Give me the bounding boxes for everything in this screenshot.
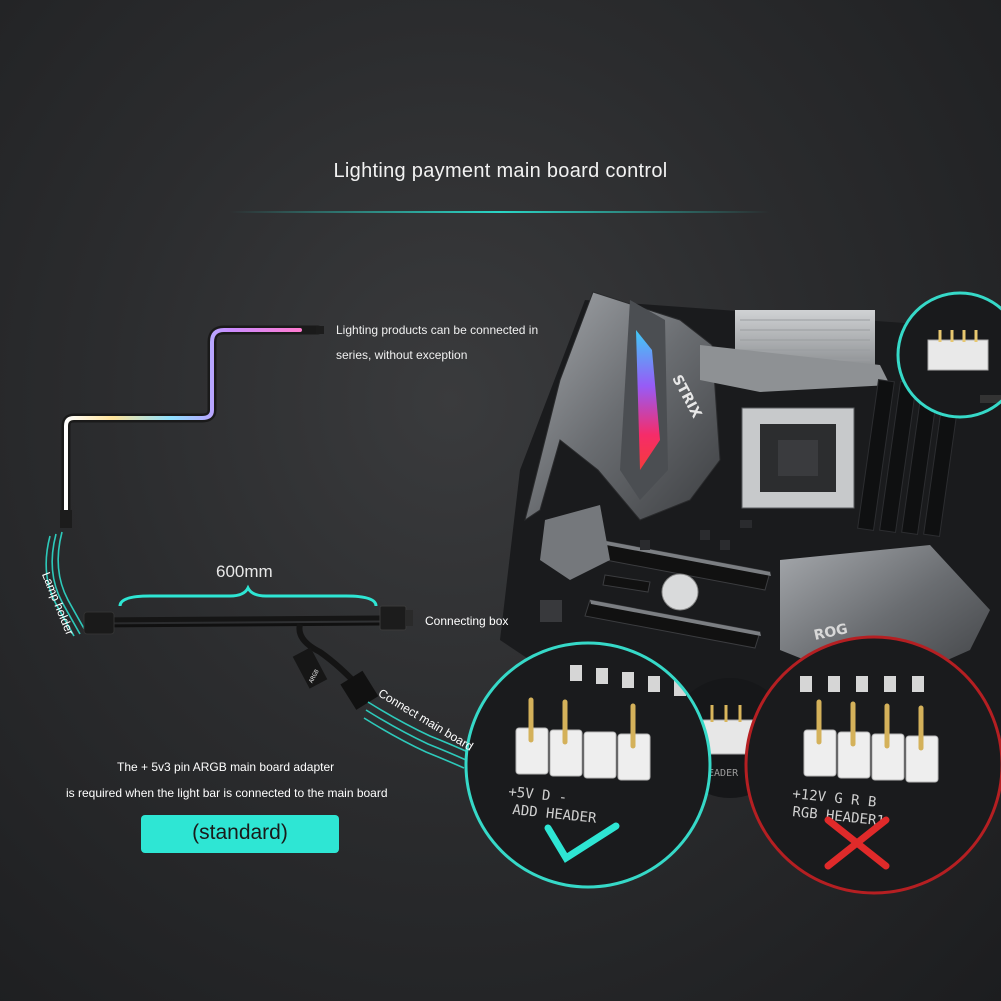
check-mark-icon [544, 822, 620, 863]
series-note: Lighting products can be connected in se… [336, 318, 576, 368]
adapter-note-line-1: The + 5v3 pin ARGB main board adapter [117, 760, 335, 774]
zoom-header-correct: +5V D - ADD HEADER [464, 641, 712, 889]
zoom-header-top [896, 291, 1001, 419]
zoom-header-wrong: +12V G R B RGB HEADER1 [744, 635, 1001, 895]
length-bracket [118, 584, 378, 607]
svg-text:+5V D -: +5V D - [508, 784, 568, 806]
standard-badge: (standard) [141, 815, 339, 853]
page-title: Lighting payment main board control [333, 160, 668, 182]
connecting-box-label: Connecting box [425, 614, 509, 628]
series-note-line-2: series, without exception [336, 348, 468, 362]
adapter-note-line-2: is required when the light bar is connec… [66, 786, 388, 800]
title-divider [230, 211, 770, 213]
lamp-holder-highlight [45, 531, 87, 637]
cross-mark-icon [824, 816, 890, 870]
rgb-light-strip [60, 325, 324, 528]
cable-length-label: 600mm [216, 562, 273, 581]
svg-text:HEADER: HEADER [702, 768, 739, 779]
connect-board-highlight [363, 701, 469, 769]
svg-text:ROG: ROG [813, 621, 850, 644]
cable-assembly: ARGB [83, 605, 413, 710]
series-note-line-1: Lighting products can be connected in [336, 323, 539, 337]
